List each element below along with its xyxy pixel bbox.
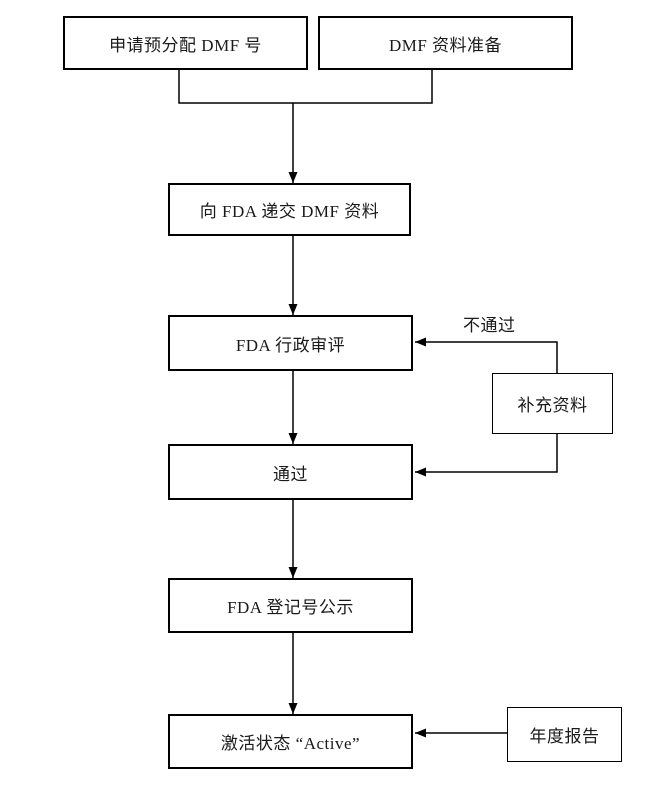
merge-connector — [178, 70, 433, 104]
edge-label-not-passed: 不通过 — [463, 316, 516, 335]
node-annual-report: 年度报告 — [507, 707, 622, 762]
node-active-status-label: 激活状态 “Active” — [220, 734, 361, 753]
node-submit-dmf-to-fda: 向 FDA 递交 DMF 资料 — [168, 183, 411, 236]
node-fda-administrative-review: FDA 行政审评 — [168, 315, 413, 371]
node-fda-registration-number-publication-label: FDA 登记号公示 — [227, 598, 354, 617]
node-apply-dmf-number-label: 申请预分配 DMF 号 — [109, 35, 262, 55]
node-dmf-preparation: DMF 资料准备 — [318, 16, 573, 70]
node-dmf-preparation-label: DMF 资料准备 — [388, 35, 503, 55]
node-fda-registration-number-publication: FDA 登记号公示 — [168, 578, 413, 633]
arrow-supplement-to-pass — [415, 434, 558, 477]
node-pass-label: 通过 — [273, 464, 308, 484]
node-pass: 通过 — [168, 444, 413, 500]
node-submit-dmf-to-fda-label: 向 FDA 递交 DMF 资料 — [199, 202, 380, 221]
node-supplement-materials-label: 补充资料 — [517, 396, 588, 415]
arrow-supplement-to-review — [415, 337, 558, 373]
node-apply-dmf-number: 申请预分配 DMF 号 — [63, 16, 308, 70]
node-supplement-materials: 补充资料 — [492, 373, 613, 434]
node-annual-report-label: 年度报告 — [529, 727, 600, 746]
node-active-status: 激活状态 “Active” — [168, 714, 413, 769]
node-fda-administrative-review-label: FDA 行政审评 — [235, 335, 346, 355]
